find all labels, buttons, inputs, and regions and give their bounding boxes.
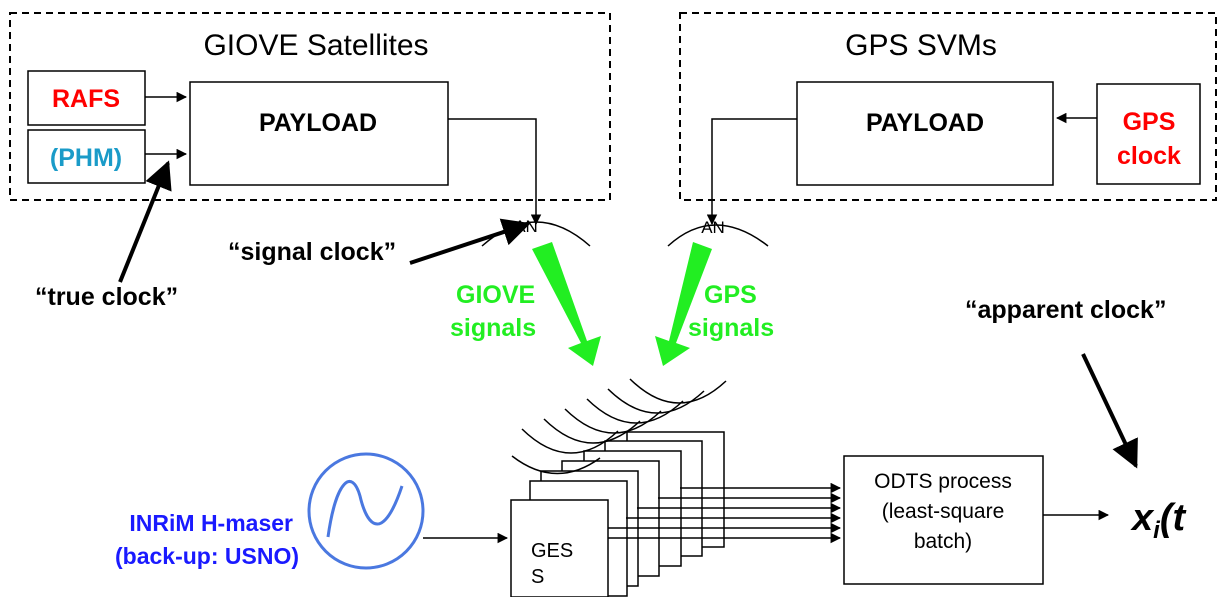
phm-label: (PHM): [50, 144, 122, 172]
output-argument: (t: [1160, 497, 1187, 539]
gess-receiver-back-4-dish: [586, 398, 684, 424]
sine-wave-icon: [326, 480, 404, 538]
rafs-label: RAFS: [52, 85, 120, 113]
gps-clock-label-2: clock: [1117, 142, 1181, 170]
giove-signals-arrow: [532, 242, 601, 366]
gps-payload-label: PAYLOAD: [866, 109, 984, 137]
gess-receiver-back-2-dish: [543, 418, 641, 444]
maser-label-2: (back-up: USNO): [115, 543, 299, 569]
gess-receiver-back-5-dish: [607, 388, 705, 414]
giove-signals-label-2: signals: [450, 314, 536, 342]
gps-group-title: GPS SVMs: [845, 29, 997, 62]
giove-group-title: GIOVE Satellites: [203, 29, 428, 62]
gps-payload-box: [796, 81, 1054, 186]
gess-receiver-back-6-dish: [629, 378, 727, 404]
gess-receiver-front-dish: [511, 455, 601, 475]
true-clock-label: “true clock”: [35, 283, 178, 311]
gess-label-1: GES: [531, 540, 573, 562]
giove-payload-box: [189, 81, 449, 186]
gess-receiver-back-1-dish: [521, 428, 619, 454]
signal-clock-label: “signal clock”: [228, 238, 396, 266]
apparent-clock-pointer: [1081, 353, 1138, 469]
gess-label-2: S: [531, 566, 544, 588]
signal-clock-pointer: [409, 218, 531, 265]
gps-signals-arrow: [655, 242, 712, 366]
true-clock-pointer: [118, 160, 172, 283]
giove-payload-label: PAYLOAD: [259, 109, 377, 137]
giove-payload-to-antenna-arrow: [448, 118, 542, 226]
output-symbol: x: [1130, 497, 1155, 539]
odts-label-3: batch): [914, 530, 972, 553]
apparent-clock-output: xi(t: [1130, 497, 1186, 544]
giove-signals-label-1: GIOVE: [456, 281, 535, 309]
output-subscript: i: [1153, 517, 1161, 544]
gps-clock-box: [1096, 83, 1201, 185]
h-maser-oscillator-icon: [307, 452, 425, 570]
odts-process-box: [843, 455, 1044, 585]
gps-signals-label-1: GPS: [704, 281, 757, 309]
gess-receiver-front: [510, 499, 609, 597]
giove-group-box: [9, 12, 611, 201]
odts-label-1: ODTS process: [874, 470, 1012, 493]
gps-clock-label-1: GPS: [1123, 108, 1176, 136]
apparent-clock-label: “apparent clock”: [965, 296, 1166, 324]
odts-label-2: (least-square: [882, 500, 1005, 523]
phm-box: [27, 129, 146, 184]
gess-receiver-back-3-dish: [564, 408, 662, 434]
rafs-box: [27, 70, 146, 126]
gps-antenna-label: AN: [701, 218, 725, 237]
gps-group-box: [679, 12, 1217, 201]
gps-payload-to-antenna-arrow: [706, 118, 797, 226]
gps-antenna-dish: [667, 224, 769, 247]
gess-receiver-stack: GES S: [510, 378, 727, 597]
gps-signals-label-2: signals: [688, 314, 774, 342]
maser-label-1: INRiM H-maser: [129, 510, 293, 536]
